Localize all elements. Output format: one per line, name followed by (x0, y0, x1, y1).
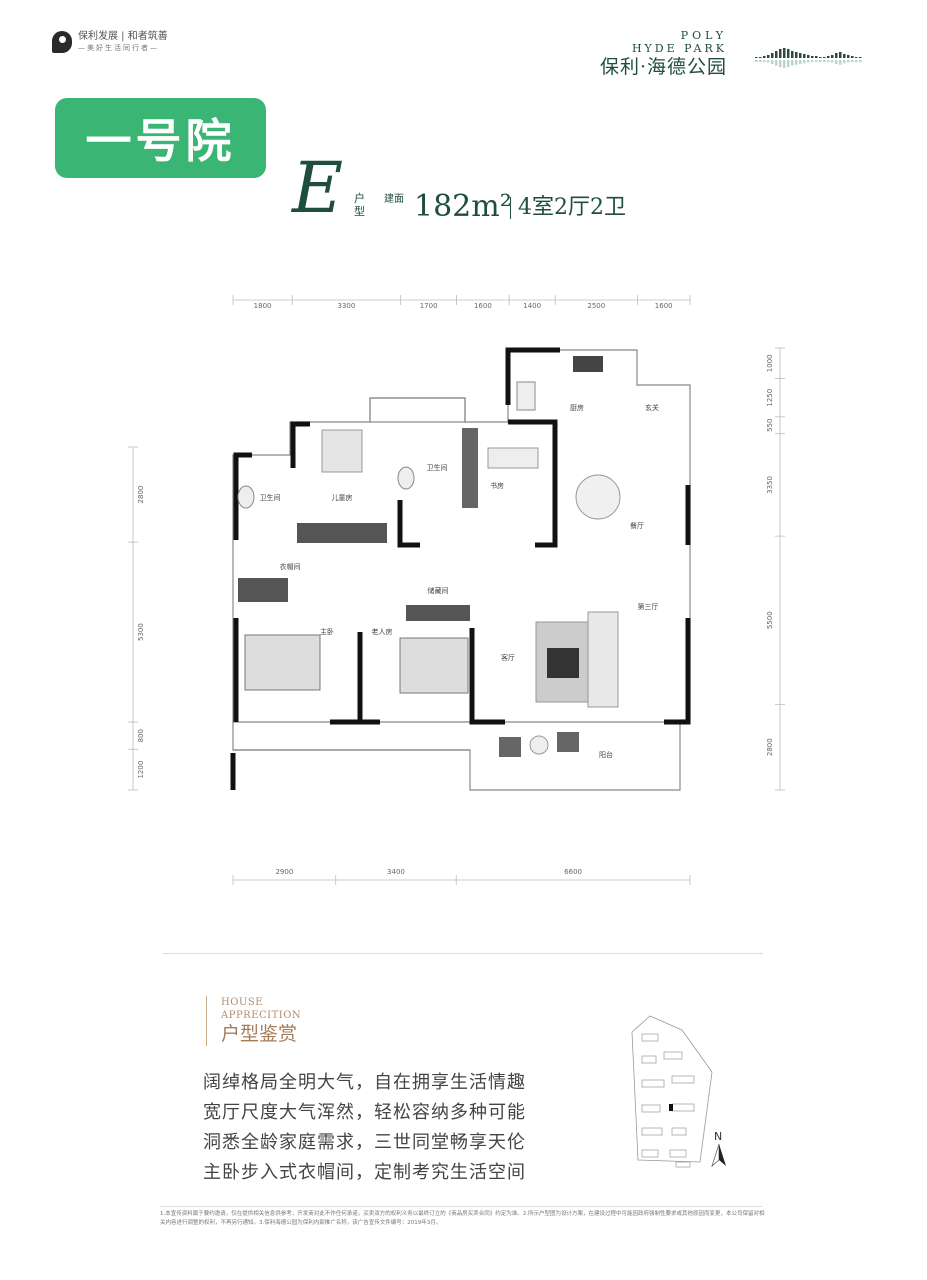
room-label-closet: 衣帽间 (280, 562, 301, 571)
dimension-label: 1600 (655, 302, 673, 310)
wardrobe-icon (406, 605, 470, 621)
brand-cn: 保利·海德公园 (599, 56, 727, 78)
coffee-table-icon (547, 648, 579, 678)
courtyard-badge: 一号院 (55, 98, 266, 178)
poly-logo-icon (52, 30, 72, 53)
footer-divider (160, 1206, 762, 1207)
dimension-label: 3400 (387, 868, 405, 876)
appreciation-cn: 户型鉴赏 (221, 1023, 298, 1045)
appreciation-en-line1: HOUSE (221, 997, 263, 1008)
toilet-icon (237, 485, 255, 509)
dimension-label: 2800 (766, 738, 774, 756)
disclaimer: 1.本宣传资料属于要约邀请，仅在提供相关信息供参考，开发商对此不作任何承诺，买卖… (160, 1211, 765, 1226)
dimension-label: 2500 (587, 302, 605, 310)
dimension-lines (128, 295, 785, 885)
dimension-label: 1200 (137, 761, 145, 779)
appreciation-heading: HOUSE APPRECITION 户型鉴赏 (206, 996, 301, 1046)
north-arrow-icon (719, 1144, 726, 1166)
room-label-study: 书房 (490, 481, 504, 490)
room-label-storage: 储藏间 (428, 586, 449, 595)
dimension-label: 1400 (523, 302, 541, 310)
dimension-label: 2800 (137, 486, 145, 504)
floor-plan: 1800 3300 1700 1600 1400 2500 1600 2900 3400 6600… (128, 295, 785, 885)
room-label-foyer: 玄关 (645, 403, 659, 412)
unit-rooms: 4室2厅2卫 (518, 195, 626, 220)
toilet-icon (397, 466, 415, 490)
desk-icon (487, 447, 539, 469)
room-label-third-hall: 第三厅 (638, 602, 659, 611)
dimension-label: 1000 (766, 354, 774, 372)
bed-icon (244, 634, 321, 691)
wardrobe-icon (238, 578, 288, 602)
desc-line: 宽厅尺度大气浑然，轻松容纳多种可能 (203, 1102, 526, 1123)
room-label-kids: 儿童房 (332, 493, 353, 502)
room-labels: 卫生间 儿童房 卫生间 书房 厨房 玄关 餐厅 衣帽间 主卧 老人房 储藏间 客… (260, 403, 660, 759)
sink-icon (516, 381, 536, 411)
dimension-label: 5300 (137, 623, 145, 641)
plan-outline (232, 349, 691, 791)
desc-line: 阔绰格局全明大气，自在拥享生活情趣 (203, 1072, 526, 1093)
project-brand: POLY HYDE PARK 保利·海德公园 (600, 30, 727, 79)
furniture (237, 356, 621, 757)
dimension-label: 550 (766, 419, 774, 432)
walls (230, 347, 691, 790)
unit-area: 182m² (414, 189, 512, 224)
dimension-label: 3350 (766, 476, 774, 494)
room-label-kitchen: 厨房 (570, 403, 584, 412)
dimension-label: 1600 (474, 302, 492, 310)
stove-icon (573, 356, 603, 372)
skyline-logo-icon (755, 48, 862, 68)
unit-location-marker (669, 1104, 673, 1111)
chair-icon (557, 732, 579, 752)
room-label-elder: 老人房 (372, 627, 393, 636)
dimension-label: 5500 (766, 611, 774, 629)
unit-type-letter: E (292, 147, 344, 229)
sofa-icon (587, 611, 619, 708)
unit-type-header: E 户型 建面 182m² 4室2厅2卫 (292, 152, 652, 227)
room-label-balcony: 阳台 (599, 750, 613, 759)
north-label: N (714, 1130, 722, 1143)
bookshelf-icon (462, 428, 478, 508)
dining-table-icon (575, 474, 621, 520)
developer-slogan: —美好生活同行者— (78, 44, 159, 52)
side-table-icon (529, 735, 549, 755)
site-boundary (631, 1015, 713, 1163)
brand-en-line2: HYDE PARK (631, 42, 727, 55)
desc-line: 主卧步入式衣帽间，定制考究生活空间 (203, 1162, 526, 1183)
chair-icon (499, 737, 521, 757)
divider (163, 953, 763, 954)
room-label-master: 主卧 (320, 627, 334, 636)
dimension-label: 1700 (420, 302, 438, 310)
dimension-label: 3300 (338, 302, 356, 310)
room-label-living: 客厅 (501, 653, 515, 662)
desc-line: 洞悉全龄家庭需求，三世同堂畅享天伦 (203, 1132, 526, 1153)
room-label-bath1: 卫生间 (260, 493, 281, 502)
separator (510, 197, 511, 219)
developer-logo: 保利发展 | 和者筑善 —美好生活同行者— (52, 30, 168, 53)
bed-icon (399, 637, 469, 694)
bed-icon (321, 429, 363, 473)
dimension-label: 2900 (275, 868, 293, 876)
dimension-label: 800 (137, 729, 145, 742)
brand-en-line1: POLY (680, 29, 727, 42)
appreciation-en-line2: APPRECITION (221, 1010, 302, 1021)
wardrobe-icon (297, 523, 387, 543)
room-label-bath2: 卫生间 (427, 463, 448, 472)
building-blocks (641, 1033, 695, 1168)
room-label-dining: 餐厅 (630, 521, 644, 530)
dimension-label: 6600 (564, 868, 582, 876)
area-label: 建面 (384, 194, 404, 205)
dimension-label: 1800 (254, 302, 272, 310)
appreciation-description: 阔绰格局全明大气，自在拥享生活情趣 宽厅尺度大气浑然，轻松容纳多种可能 洞悉全龄… (203, 1068, 526, 1188)
site-map: N (631, 1015, 726, 1168)
dimension-label: 1250 (766, 389, 774, 407)
developer-logo-text: 保利发展 | 和者筑善 (78, 31, 168, 42)
unit-type-label: 户型 (354, 192, 365, 218)
north-arrow-icon (711, 1143, 720, 1168)
